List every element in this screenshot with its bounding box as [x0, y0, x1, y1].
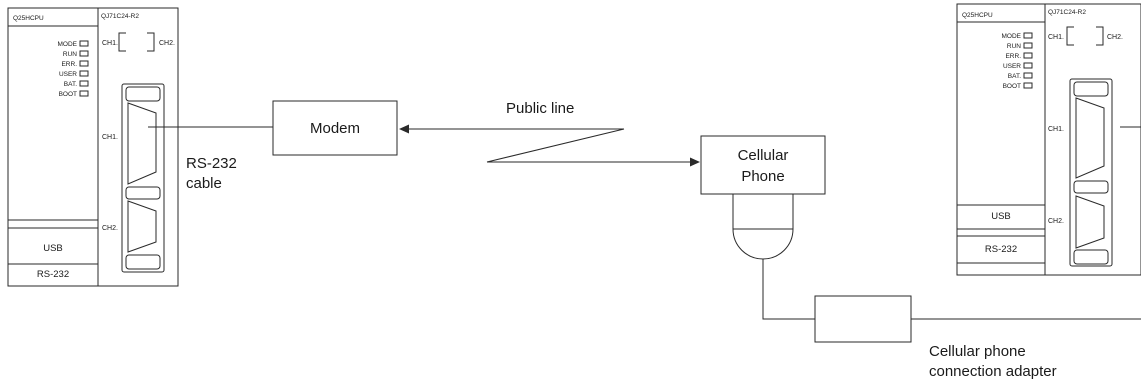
right-port-frame [1069, 78, 1113, 267]
right-cpu-model: Q25HCPU [962, 12, 993, 19]
right-ch1-bracket [1066, 26, 1074, 46]
rs232-cable-label-line1: RS-232 [186, 155, 237, 172]
left-led-boot [79, 90, 89, 97]
right-led-user [1023, 62, 1033, 69]
right-ch1-connector [1075, 97, 1105, 179]
right-ch2-connector [1075, 195, 1105, 249]
left-usb-label: USB [43, 243, 63, 254]
left-led-label-err: ERR. [61, 61, 77, 68]
left-led-mode [79, 40, 89, 47]
right-led-label-err: ERR. [1005, 53, 1021, 60]
left-led-err [79, 60, 89, 67]
left-ch1-connector [127, 102, 157, 185]
right-ch2-bracket [1096, 26, 1104, 46]
left-rs232-label: RS-232 [37, 269, 69, 280]
cellular-phone-label-line2: Phone [741, 168, 784, 185]
left-led-label-user: USER [59, 71, 77, 78]
right-port-tab-middle [1073, 180, 1109, 194]
phone-to-adapter-cable [762, 259, 815, 320]
left-ch2-label: CH2. [159, 40, 175, 47]
left-plc: Q25HCPU QJ71C24-R2 MODE RUN ERR. USER BA… [7, 7, 179, 287]
left-module-model: QJ71C24-R2 [101, 13, 139, 20]
left-port-ch2-label: CH2. [102, 225, 118, 232]
adapter-label-line1: Cellular phone [929, 343, 1026, 360]
right-ch1-label: CH1. [1048, 34, 1064, 41]
modem-box [272, 100, 398, 156]
right-led-label-user: USER [1003, 63, 1021, 70]
left-port-frame [121, 83, 165, 273]
left-cpu-model: Q25HCPU [13, 15, 44, 22]
left-port-tab-middle [125, 186, 161, 200]
arrow-to-modem [399, 124, 409, 134]
right-module-model: QJ71C24-R2 [1048, 9, 1086, 16]
right-port-tab-top [1073, 81, 1109, 97]
right-usb-label: USB [991, 211, 1011, 222]
left-led-user [79, 70, 89, 77]
left-ch2-connector [127, 200, 157, 253]
right-port-tab-bottom [1073, 249, 1109, 265]
right-port-ch2-label: CH2. [1048, 218, 1064, 225]
left-led-label-bat: BAT. [64, 81, 77, 88]
public-line-label: Public line [506, 100, 574, 117]
adapter-label-line2: connection adapter [929, 363, 1057, 380]
adapter-box [814, 295, 912, 343]
right-rs232-label: RS-232 [985, 244, 1017, 255]
left-led-label-run: RUN [63, 51, 77, 58]
right-led-bat [1023, 72, 1033, 79]
left-ch2-bracket [147, 32, 155, 52]
left-led-label-mode: MODE [58, 41, 78, 48]
right-led-label-bat: BAT. [1008, 73, 1021, 80]
right-ch2-label: CH2. [1107, 34, 1123, 41]
right-port-ch1-label: CH1. [1048, 126, 1064, 133]
phone-connector-plug [732, 194, 794, 260]
cellular-phone-box [700, 135, 826, 195]
left-port-tab-bottom [125, 254, 161, 270]
right-plc: Q25HCPU QJ71C24-R2 MODE RUN ERR. USER BA… [956, 3, 1141, 276]
right-plc-base [956, 3, 1141, 276]
left-led-label-boot: BOOT [59, 91, 77, 98]
left-ch1-label: CH1. [102, 40, 118, 47]
public-line-zigzag [486, 128, 625, 163]
right-led-run [1023, 42, 1033, 49]
cellular-phone-label-line1: Cellular [738, 147, 789, 164]
right-led-mode [1023, 32, 1033, 39]
right-led-label-mode: MODE [1002, 33, 1022, 40]
right-led-label-boot: BOOT [1003, 83, 1021, 90]
modem-label: Modem [310, 120, 360, 137]
left-led-run [79, 50, 89, 57]
arrow-to-phone [690, 157, 700, 167]
left-plc-base [7, 7, 179, 287]
left-ch1-bracket [118, 32, 126, 52]
rs232-cable-label-line2: cable [186, 175, 222, 192]
left-port-ch1-label: CH1. [102, 134, 118, 141]
left-port-tab-top [125, 86, 161, 102]
right-led-label-run: RUN [1007, 43, 1021, 50]
right-led-boot [1023, 82, 1033, 89]
left-led-bat [79, 80, 89, 87]
right-led-err [1023, 52, 1033, 59]
